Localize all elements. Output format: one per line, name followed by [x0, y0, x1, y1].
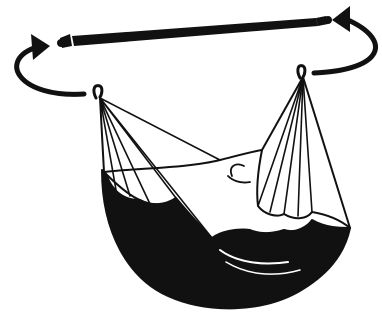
hammock-chair-icon — [94, 66, 350, 309]
rotate-right-arrow-icon — [314, 6, 376, 73]
spreader-bar-icon — [57, 16, 332, 48]
